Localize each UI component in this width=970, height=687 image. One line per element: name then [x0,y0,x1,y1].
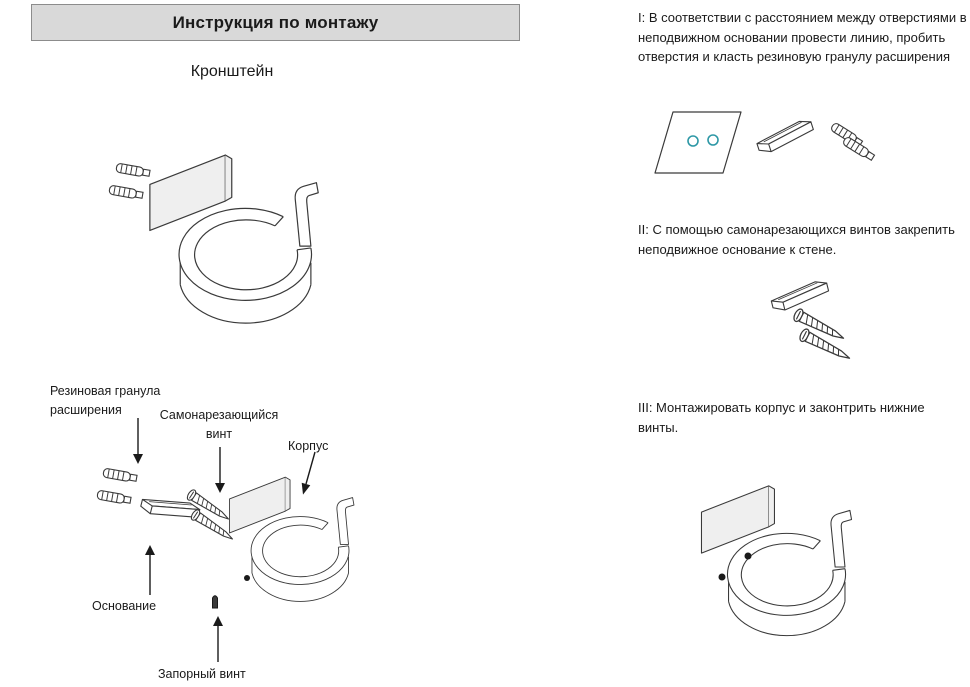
drilled-plate-icon [654,111,742,174]
step-3-illustration [700,485,853,637]
lock-screw-icon [212,595,218,609]
header-bar: Инструкция по монтажу [31,4,520,41]
dowel-anchor-icon [102,467,138,484]
arrow-down-to-screw-icon [215,447,225,493]
step-2-illustration [768,278,854,365]
bracket-main-illustration [108,154,319,324]
lock-screw-dot [744,552,752,560]
lock-screw-dot [244,575,250,581]
base-rail-icon [768,278,832,314]
dowel-anchor-icon [96,489,132,506]
step-1-illustration [654,111,876,174]
label-self-tapping-screw: Самонарезающийся винт [159,408,279,441]
product-subtitle: Кронштейн [190,63,274,80]
arrow-down-to-body-icon [301,451,316,495]
dowel-anchor-icon [115,162,151,179]
self-tapping-screw-icon [189,507,237,545]
page-title: Инструкция по монтажу [172,12,379,32]
arrow-up-to-base-icon [145,545,155,595]
dowel-anchor-icon [108,184,144,201]
lock-screw-dot [718,573,726,581]
arrow-up-to-lock-screw-icon [213,616,223,662]
label-rubber-plug: Резиновая гранула расширения [50,384,161,417]
bracket-body-icon [700,485,853,637]
step-1-text: I: В соответствии с расстоянием между от… [638,10,967,64]
exploded-view-illustration [96,467,355,609]
drill-hole [687,135,699,147]
bracket-body-icon [229,476,355,602]
arrow-down-to-dowel-icon [133,418,143,464]
label-body: Корпус [288,439,329,453]
step-3-text: III: Монтажировать корпус и законтрить н… [638,400,925,435]
label-lock-screw: Запорный винт [158,667,246,681]
label-base: Основание [92,599,157,613]
base-rail-icon [753,117,817,156]
bracket-body-icon [149,154,319,324]
step-2-text: II: С помощью самонарезающихся винтов за… [638,222,955,257]
drill-hole [707,134,719,146]
